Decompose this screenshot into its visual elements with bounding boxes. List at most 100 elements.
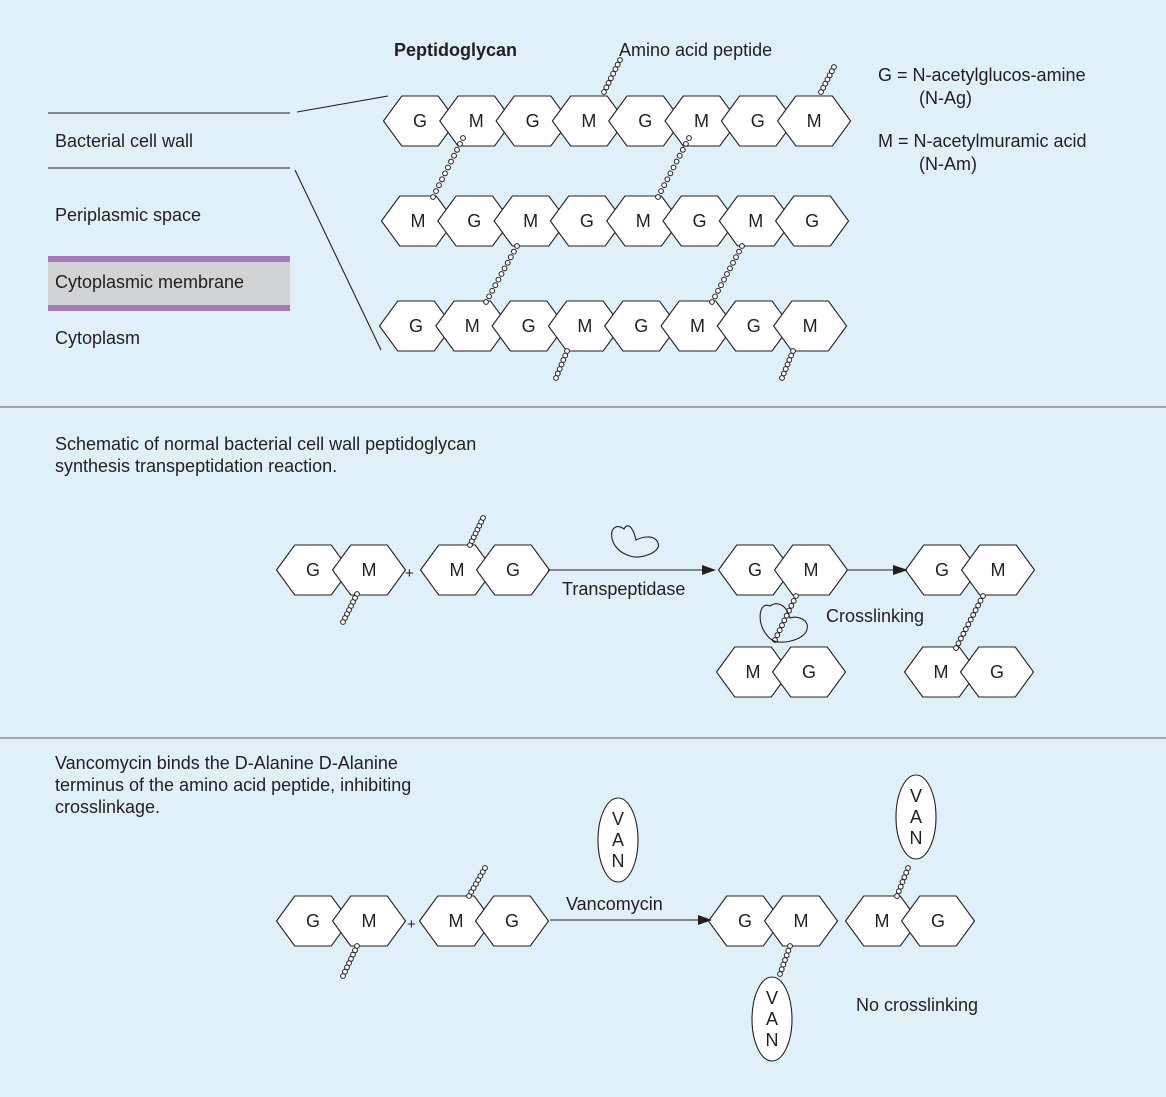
peptide-bead bbox=[733, 254, 739, 261]
peptide-bead bbox=[603, 84, 610, 91]
hexagon-letter: M bbox=[577, 316, 592, 336]
crosslink-2-3-b bbox=[709, 243, 745, 305]
peptide-bead bbox=[727, 265, 733, 272]
chain-2-unit-4: G bbox=[549, 195, 625, 247]
peptide-bead bbox=[670, 164, 677, 171]
hexagon-letter: M bbox=[694, 111, 709, 131]
chain-3-unit-7: G bbox=[716, 300, 791, 352]
peptide-bead bbox=[901, 874, 908, 881]
middle-plus: + bbox=[405, 565, 414, 582]
van-letter: A bbox=[910, 807, 922, 827]
peptide-bead bbox=[777, 971, 783, 977]
bottom-peptide-2 bbox=[779, 348, 796, 381]
hexagon-letter: M bbox=[807, 111, 822, 131]
no-crosslinking-label: No crosslinking bbox=[856, 995, 978, 1015]
hexagon-letter: M bbox=[465, 316, 480, 336]
peptide-bead bbox=[608, 75, 614, 82]
enzyme-label: Transpeptidase bbox=[562, 579, 685, 599]
peptide-bead bbox=[686, 135, 692, 141]
hexagon-letter: G bbox=[634, 316, 648, 336]
peptide-bead bbox=[612, 66, 619, 72]
hexagon-letter: M bbox=[581, 111, 596, 131]
peptide-bead bbox=[454, 146, 460, 153]
van-letter: V bbox=[910, 786, 922, 806]
peptide-bead bbox=[894, 893, 900, 899]
peptide-bead bbox=[489, 287, 496, 294]
peptide-bead bbox=[899, 879, 906, 885]
transpeptidase-arrowhead bbox=[702, 565, 716, 575]
reactant-2-g: G bbox=[475, 544, 551, 596]
hexagon-shape bbox=[771, 646, 847, 698]
hexagon-letter: G bbox=[692, 211, 706, 231]
peptide-bead bbox=[661, 182, 668, 189]
peptide-bead bbox=[486, 293, 493, 300]
bottom-caption-line2: terminus of the amino acid peptide, inhi… bbox=[55, 775, 411, 795]
bottom-caption-line1: Vancomycin binds the D-Alanine D-Alanine bbox=[55, 753, 398, 773]
enzyme-icon bbox=[611, 525, 659, 558]
peptide-bead bbox=[965, 621, 972, 628]
hexagon-shape bbox=[763, 895, 839, 947]
peptide-bead bbox=[970, 612, 977, 618]
peptide-bead bbox=[953, 645, 959, 651]
intermediate-top-g: G bbox=[717, 544, 793, 596]
vancomycin-bound-bottom: VAN bbox=[751, 976, 793, 1062]
peptide-bead bbox=[780, 961, 787, 968]
peptide-bead bbox=[960, 630, 967, 637]
membrane-band bbox=[48, 256, 290, 311]
peptide-bead bbox=[511, 248, 517, 255]
peptide-bead bbox=[709, 299, 715, 305]
van-letter: N bbox=[766, 1030, 779, 1050]
reactant-1-m: M bbox=[331, 544, 407, 596]
hexagon-shape bbox=[959, 646, 1035, 698]
hexagon-letter: M bbox=[804, 560, 819, 580]
peptide-bead bbox=[495, 276, 502, 283]
bound-enzyme-icon bbox=[759, 603, 808, 643]
peptide-bead bbox=[501, 265, 508, 272]
hexagon-shape bbox=[474, 895, 550, 947]
hexagon-letter: G bbox=[306, 560, 320, 580]
vancomycin-bound-top: VAN bbox=[895, 774, 937, 860]
vancomycin-oval bbox=[895, 774, 937, 860]
peptide-bead bbox=[439, 176, 445, 183]
hexagon-letter: G bbox=[931, 911, 945, 931]
hexagon-letter: M bbox=[523, 211, 538, 231]
chain-2-unit-3: M bbox=[493, 195, 568, 247]
hexagon-letter: G bbox=[638, 111, 652, 131]
hexagon-letter: M bbox=[450, 560, 465, 580]
top-peptides bbox=[430, 57, 837, 381]
peptide-bead bbox=[721, 276, 727, 283]
hexagon-letter: M bbox=[469, 111, 484, 131]
bottom-peptide-1 bbox=[553, 348, 570, 381]
peptide-bead bbox=[658, 188, 664, 195]
hexagon-letter: G bbox=[522, 316, 536, 336]
g-definition: G = N-acetylglucos-amine bbox=[878, 65, 1086, 85]
hexagon-shape bbox=[960, 544, 1036, 596]
hexagon-shape bbox=[773, 544, 849, 596]
top-panel: Bacterial cell wall Periplasmic space Cy… bbox=[48, 40, 1087, 381]
peptide-bead bbox=[790, 598, 797, 604]
chain-1-unit-1: G bbox=[382, 95, 458, 147]
crosslinking-arrowhead bbox=[893, 565, 908, 575]
intermediate-bottom-g: G bbox=[771, 646, 847, 698]
v-product-top-peptide bbox=[777, 943, 793, 977]
drug-label: Vancomycin bbox=[566, 894, 663, 914]
peptide-bead bbox=[482, 865, 488, 871]
peptide-bead bbox=[730, 259, 736, 266]
peptide-bead bbox=[975, 602, 981, 609]
van-letter: V bbox=[766, 988, 778, 1008]
chain-3-unit-5: G bbox=[604, 300, 679, 352]
peptide-bead bbox=[958, 635, 964, 642]
hexagon-letter: G bbox=[748, 560, 762, 580]
hexagon-letter: M bbox=[411, 211, 426, 231]
membrane-edge-top bbox=[48, 256, 290, 262]
peptidoglycan-title: Peptidoglycan bbox=[394, 40, 517, 60]
v-reactant-1-peptide bbox=[340, 943, 360, 979]
hexagon-shape bbox=[900, 895, 976, 947]
peptide-bead bbox=[831, 64, 837, 70]
peptide-bead bbox=[457, 141, 463, 147]
peptide-bead bbox=[782, 957, 788, 963]
peptide-bead bbox=[774, 632, 781, 638]
